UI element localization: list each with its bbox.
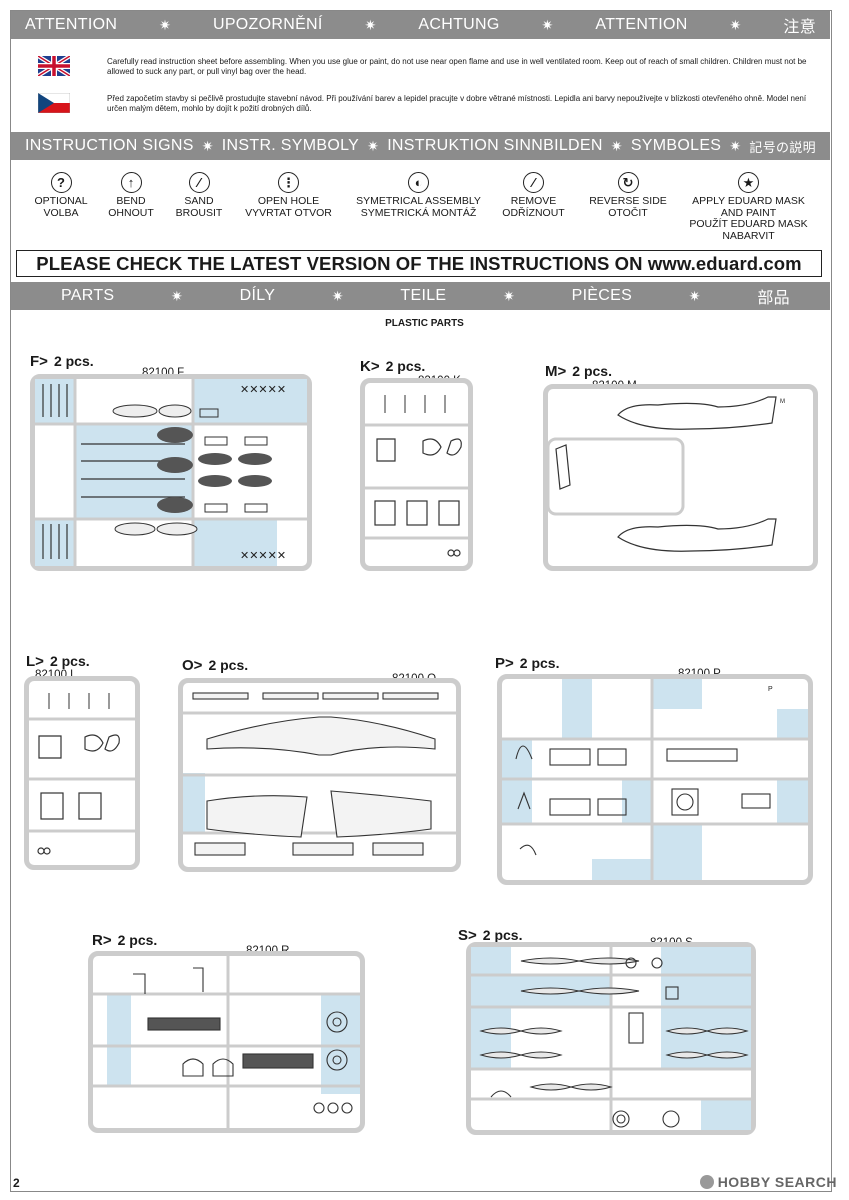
separator-icon: ✷ <box>610 137 623 154</box>
signs-jp: 記号の説明 <box>749 139 816 155</box>
remove-icon: ⁄ <box>523 172 544 193</box>
sign-optional: ? OPTIONAL VOLBA <box>26 172 96 219</box>
sprue-p-label: P>2 pcs. <box>495 655 560 672</box>
sprue-m-label: M>2 pcs. <box>545 363 612 380</box>
signs-en: INSTRUCTION SIGNS <box>25 137 194 154</box>
parts-fr: PIÈCES <box>571 287 633 304</box>
svg-text:✕✕✕✕✕: ✕✕✕✕✕ <box>240 384 286 396</box>
page-frame <box>10 10 832 1192</box>
english-notice: Carefully read instruction sheet before … <box>107 57 807 76</box>
question-icon: ? <box>50 172 72 193</box>
parts-de: TEILE <box>400 287 447 304</box>
attention-bar: ATTENTION ✷ UPOZORNĚNÍ ✷ ACHTUNG ✷ ATTEN… <box>11 11 830 39</box>
sign-remove: ⁄ REMOVE ODŘÍZNOUT <box>496 172 571 219</box>
instruction-signs-bar: INSTRUCTION SIGNS ✷ INSTR. SYMBOLY ✷ INS… <box>11 132 830 160</box>
sprue-r-label: R>2 pcs. <box>92 932 158 949</box>
sprue-s <box>466 942 756 1135</box>
hobby-search-logo-icon <box>699 1175 714 1189</box>
parts-jp: 部品 <box>757 290 790 307</box>
attention-fr: ATTENTION <box>595 16 688 33</box>
sign-symmetrical: ◐ SYMETRICAL ASSEMBLY SYMETRICKÁ MONTÁŽ <box>351 172 486 219</box>
sprue-o-label: O>2 pcs. <box>182 657 249 674</box>
separator-icon: ✷ <box>331 287 344 304</box>
sprue-m: M <box>543 384 818 571</box>
separator-icon: ✷ <box>502 287 515 304</box>
mask-icon: ★ <box>738 172 759 193</box>
attention-jp: 注意 <box>783 19 816 36</box>
parts-cz: DÍLY <box>239 287 276 304</box>
sprue-f-label: F>2 pcs. <box>30 353 94 370</box>
separator-icon: ✷ <box>688 287 701 304</box>
check-latest-version-banner: PLEASE CHECK THE LATEST VERSION OF THE I… <box>16 250 822 277</box>
signs-fr: SYMBOLES <box>630 137 722 154</box>
separator-icon: ✷ <box>367 137 380 154</box>
sign-bend: ↑ BEND OHNOUT <box>101 172 161 219</box>
sprue-k-label: K>2 pcs. <box>360 358 426 375</box>
reverse-icon: ↻ <box>617 172 639 193</box>
separator-icon: ✷ <box>729 137 742 154</box>
separator-icon: ✷ <box>364 16 377 33</box>
sprue-l <box>24 676 140 870</box>
svg-text:P: P <box>768 686 773 693</box>
sprue-k <box>360 378 473 571</box>
instruction-signs: ? OPTIONAL VOLBA ↑ BEND OHNOUT ⁄ SAND BR… <box>11 172 830 244</box>
separator-icon: ✷ <box>729 16 742 33</box>
signs-cz: INSTR. SYMBOLY <box>221 137 360 154</box>
attention-cz: UPOZORNĚNÍ <box>212 16 323 33</box>
uk-flag <box>38 56 70 76</box>
drill-icon: ⋮ <box>278 172 299 193</box>
sign-open-hole: ⋮ OPEN HOLE VYVRTAT OTVOR <box>236 172 341 219</box>
svg-text:M: M <box>780 399 785 405</box>
sign-reverse: ↻ REVERSE SIDE OTOČIT <box>583 172 673 219</box>
sprue-l-label: L>2 pcs. <box>26 653 90 670</box>
sprue-o <box>178 678 461 872</box>
watermark: HOBBY SEARCH <box>699 1174 837 1190</box>
parts-bar: PARTS ✷ DÍLY ✷ TEILE ✷ PIÈCES ✷ 部品 <box>11 282 830 310</box>
separator-icon: ✷ <box>170 287 183 304</box>
czech-flag <box>38 93 70 113</box>
svg-text:✕✕✕✕✕: ✕✕✕✕✕ <box>240 550 286 562</box>
separator-icon: ✷ <box>159 16 172 33</box>
sprue-p: P <box>497 674 813 885</box>
parts-en: PARTS <box>61 287 115 304</box>
sprue-f: ✕✕✕✕✕ ✕✕✕✕✕ <box>30 374 312 571</box>
symmetrical-icon: ◐ <box>408 172 429 193</box>
attention-de: ACHTUNG <box>418 16 500 33</box>
signs-de: INSTRUKTION SINNBILDEN <box>387 137 603 154</box>
sign-mask: ★ APPLY EDUARD MASK AND PAINT POUŽÍT EDU… <box>686 172 811 242</box>
sign-sand: ⁄ SAND BROUSIT <box>169 172 229 219</box>
czech-notice: Před započetím stavby si pečlivě prostud… <box>107 94 807 113</box>
attention-en: ATTENTION <box>25 16 118 33</box>
sprue-r <box>88 951 365 1133</box>
separator-icon: ✷ <box>201 137 214 154</box>
page-number: 2 <box>13 1176 20 1190</box>
sprue-s-label: S>2 pcs. <box>458 927 523 944</box>
separator-icon: ✷ <box>541 16 554 33</box>
plastic-parts-title: PLASTIC PARTS <box>385 318 464 329</box>
bend-icon: ↑ <box>120 172 142 193</box>
sand-icon: ⁄ <box>188 172 210 193</box>
